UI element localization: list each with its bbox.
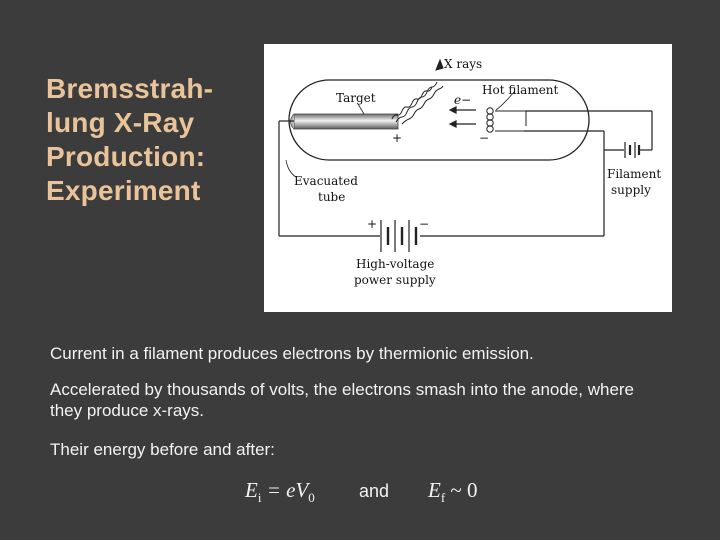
eq-right-rhs: ~ 0 xyxy=(450,478,478,502)
paragraph-accelerated: Accelerated by thousands of volts, the e… xyxy=(50,380,635,420)
title-line-2: lung X-Ray xyxy=(46,107,195,138)
label-target-plus: + xyxy=(392,131,402,145)
title-line-4: Experiment xyxy=(46,175,201,206)
label-x-rays: X rays xyxy=(444,57,482,71)
eq-right-symbol: E xyxy=(428,478,441,502)
evacuated-tube xyxy=(288,79,590,161)
title-line-3: Production: xyxy=(46,141,206,172)
label-evacuated: Evacuated xyxy=(294,174,358,188)
label-hv-minus: − xyxy=(419,217,429,231)
eq-left-rhs-sub: 0 xyxy=(308,490,315,506)
xray-tube-diagram: X rays Hot filament Target e− + − Evacua… xyxy=(264,44,672,312)
title-line-1: Bremsstrah- xyxy=(46,73,214,104)
equation-initial-energy: Ei = eV0 xyxy=(245,478,315,506)
circuit-wires xyxy=(278,110,653,237)
electron-arrows xyxy=(448,106,476,128)
eq-left-sub: i xyxy=(257,490,262,506)
label-electron: e− xyxy=(454,93,471,107)
paragraph-energy: Their energy before and after: xyxy=(50,440,275,459)
eq-left-rhs: = eV xyxy=(266,478,309,502)
equation-and: and xyxy=(359,481,390,501)
label-target: Target xyxy=(336,91,376,105)
label-hv-plus: + xyxy=(367,217,377,231)
equation-final-energy: Ef ~ 0 xyxy=(428,478,478,506)
target-rod xyxy=(293,113,399,130)
label-leaders xyxy=(285,91,515,178)
x-ray-waves xyxy=(391,58,444,125)
eq-left-symbol: E xyxy=(245,478,258,502)
label-supply: supply xyxy=(611,183,651,197)
label-filament: Filament xyxy=(607,167,661,181)
paragraph-filament: Current in a filament produces electrons… xyxy=(50,344,534,363)
eq-right-sub: f xyxy=(440,490,446,506)
high-voltage-battery xyxy=(380,220,418,252)
filament-supply-battery xyxy=(624,142,641,158)
diagram-svg: X rays Hot filament Target e− + − Evacua… xyxy=(278,57,661,287)
label-high-voltage: High-voltage xyxy=(356,257,434,271)
filament-coil xyxy=(486,107,527,133)
slide-title: Bremsstrah- lung X-Ray Production: Exper… xyxy=(46,72,256,208)
label-filament-minus: − xyxy=(479,131,489,145)
label-power-supply: power supply xyxy=(354,273,436,287)
label-hot-filament: Hot filament xyxy=(482,83,559,97)
label-tube: tube xyxy=(318,190,345,204)
